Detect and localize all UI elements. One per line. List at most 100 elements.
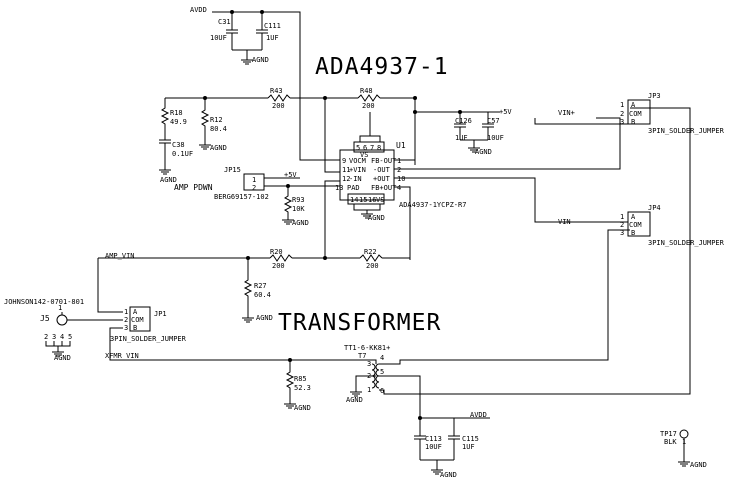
p5v-decoupling: +5V C126 1UF C57 10UF AGND — [413, 108, 512, 156]
bottom-decoupling: AVDD C113 10UF C115 1UF AGND — [414, 411, 490, 479]
r22-value: 200 — [366, 262, 379, 270]
r12-value: 80.4 — [210, 125, 227, 133]
u1-value: ADA4937-1YCPZ-R7 — [399, 201, 466, 209]
j5-pin-1: 1 — [58, 304, 62, 312]
part-heading: ADA4937-1 — [315, 54, 449, 80]
c57-value: 10UF — [487, 134, 504, 142]
jp1-pin-3: 3 — [124, 324, 128, 332]
jp1-pin-2: 2 — [124, 316, 128, 324]
u1-pin-13: 13 — [335, 184, 343, 192]
agnd-label-c57: AGND — [475, 148, 492, 156]
u1-pin-4: 4 — [397, 184, 401, 192]
net-label-avdd-top: AVDD — [190, 6, 207, 14]
u1-label-pvin: +VIN — [349, 166, 366, 174]
r48-value: 200 — [362, 102, 375, 110]
jp4-label-b: B — [631, 229, 635, 237]
u1-label-fb-out2: FB+OUT — [371, 184, 397, 192]
input-network: R43 200 R48 200 R18 49.9 C38 0.1UF AGND … — [159, 87, 417, 184]
r12-ref: R12 — [210, 116, 223, 124]
u1-label-p-out: +OUT — [373, 175, 391, 183]
j5-pin-4: 4 — [60, 333, 64, 341]
jp3-pin-1: 1 — [620, 101, 624, 109]
c126-value: 1UF — [455, 134, 468, 142]
jp3-label-com: COM — [629, 110, 642, 118]
u1-pin-1: 1 — [397, 157, 401, 165]
u1-pin-vs: VS — [360, 151, 368, 159]
jp1-pin-1: 1 — [124, 308, 128, 316]
r85-ref: R85 — [294, 375, 307, 383]
tp17-testpoint: TP17 BLK 1 AGND — [660, 429, 707, 469]
jp1-label-b: B — [133, 324, 137, 332]
agnd-label-t7: AGND — [346, 396, 363, 404]
u1-pin-6: 6 — [363, 144, 367, 152]
net-label-avdd-bot: AVDD — [470, 411, 487, 419]
t7-pin-4: 4 — [380, 354, 384, 362]
r20-value: 200 — [272, 262, 285, 270]
jp15-value: BERG69157-102 — [214, 193, 269, 201]
j5-jp1-input: JOHNSON142-0701-801 J5 1 2 3 4 5 AGND 1 … — [4, 298, 290, 362]
t7-pin-3: 3 — [367, 360, 371, 368]
r93-value: 10K — [292, 205, 305, 213]
net-label-5v-jp15: +5V — [284, 171, 297, 179]
t7-pin-6: 6 — [380, 387, 384, 395]
net-label-amp-vin: AMP_VIN — [105, 252, 135, 260]
agnd-label-r27: AGND — [256, 314, 273, 322]
r20-ref: R20 — [270, 248, 283, 256]
amp-vin-row: AMP_VIN R20 200 R22 200 R27 60.4 AGND — [97, 180, 410, 323]
r85-value: 52.3 — [294, 384, 311, 392]
jp4-label-a: A — [631, 213, 636, 221]
agnd-label-u1: AGND — [368, 214, 385, 222]
net-label-vin-plus: VIN+ — [558, 109, 575, 117]
agnd-label-r93: AGND — [292, 219, 309, 227]
agnd-label-c115: AGND — [440, 471, 457, 479]
agnd-label-j5: AGND — [54, 354, 71, 362]
net-label-xfmr-vin: XFMR_VIN — [105, 352, 139, 360]
u1-label-fb-out: FB-OUT — [371, 157, 397, 165]
u1-pin-7: 7 — [370, 144, 374, 152]
r43-ref: R43 — [270, 87, 283, 95]
t7-ref: T7 — [358, 352, 366, 360]
r18-ref: R18 — [170, 109, 183, 117]
jp15-ref: JP15 — [224, 166, 241, 174]
t7-value: TT1-6-KK81+ — [344, 344, 390, 352]
agnd-label: AGND — [252, 56, 269, 64]
xfmr-vin-transformer: XFMR_VIN R85 52.3 AGND TT1-6-KK81+ T7 3 … — [105, 107, 691, 418]
j5-pin-3: 3 — [52, 333, 56, 341]
jp4-value: 3PIN_SOLDER_JUMPER — [648, 239, 725, 247]
jp4-jumper: VIN- 1 2 3 A COM B JP4 3PIN_SOLDER_JUMPE… — [558, 204, 725, 247]
j5-value: JOHNSON142-0701-801 — [4, 298, 84, 306]
u1-pin-2: 2 — [397, 166, 401, 174]
c115-ref: C115 — [462, 435, 479, 443]
r27-value: 60.4 — [254, 291, 271, 299]
jp4-ref: JP4 — [648, 204, 661, 212]
u1-label-vs2: VS — [376, 196, 384, 204]
agnd-label-r18: AGND — [160, 176, 177, 184]
u1-pin-12: 12 — [342, 175, 350, 183]
u1-label-vocm: VOCM — [349, 157, 366, 165]
j5-ref: J5 — [40, 314, 50, 323]
u1-pin-15: 15 — [359, 196, 367, 204]
c126-ref: C126 — [455, 117, 472, 125]
u1-pin-11: 11 — [342, 166, 350, 174]
jp3-ref: JP3 — [648, 92, 661, 100]
agnd-label-r85: AGND — [294, 404, 311, 412]
u1-pin-16: 16 — [368, 196, 376, 204]
u1-pin-5: 5 — [356, 144, 360, 152]
jp4-label-com: COM — [629, 221, 642, 229]
u1-label-pad: PAD — [347, 184, 360, 192]
r43-value: 200 — [272, 102, 285, 110]
r27-ref: R27 — [254, 282, 267, 290]
jp15-amp-pdwn: JP15 1 2 AMP PDWN +5V BERG69157-102 R93 … — [174, 166, 340, 227]
avdd-decoupling: AVDD C31 10UF C111 1UF AGND — [190, 6, 340, 161]
c38-value: 0.1UF — [172, 150, 193, 158]
c115-value: 1UF — [462, 443, 475, 451]
c111-ref: C111 — [264, 22, 281, 30]
r48-ref: R48 — [360, 87, 373, 95]
t7-pin-1: 1 — [367, 386, 371, 394]
agnd-label-tp17: AGND — [690, 461, 707, 469]
r22-ref: R22 — [364, 248, 377, 256]
agnd-label-r12: AGND — [210, 144, 227, 152]
u1-pin-14: 14 — [350, 196, 358, 204]
c38-ref: C38 — [172, 141, 185, 149]
